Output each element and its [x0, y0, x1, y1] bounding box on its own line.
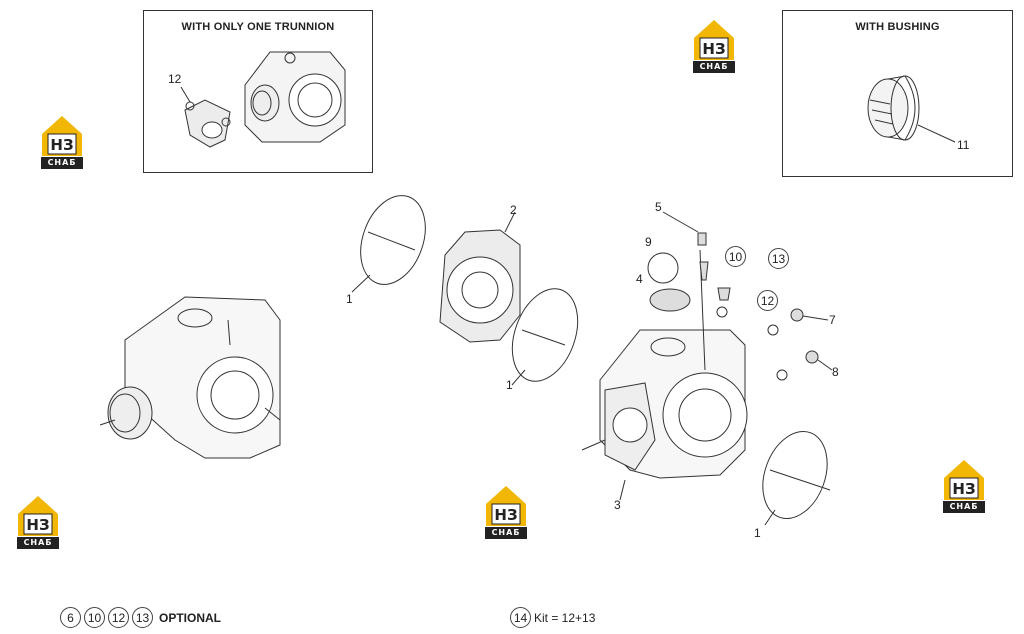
plug-5 [697, 232, 707, 246]
inset-bushing-drawing [867, 75, 956, 143]
kit-note: 14 Kit = 12+13 [510, 607, 595, 628]
optional-num: 13 [132, 607, 153, 628]
watermark-logo: НЗ СНАБ [690, 18, 738, 74]
callout-10: 10 [725, 246, 746, 267]
watermark-logo-text: СНАБ [693, 61, 735, 73]
kit-num: 14 [510, 607, 531, 628]
inset-housing-drawing [244, 51, 346, 143]
bushing-inset-title: WITH BUSHING [855, 21, 940, 33]
callout-7: 7 [829, 313, 836, 327]
bushing-inset-box: WITH BUSHING [782, 10, 1013, 177]
watermark-logo-text: СНАБ [485, 527, 527, 539]
optional-label: OPTIONAL [159, 610, 221, 625]
snap-ring-9 [647, 252, 679, 284]
optional-num: 12 [108, 607, 129, 628]
callout-12: 12 [757, 290, 778, 311]
plug-7 [790, 308, 804, 322]
optional-note: 6 10 12 13 OPTIONAL [60, 607, 221, 628]
callout-2: 2 [510, 203, 517, 217]
watermark-logo: НЗ СНАБ [38, 114, 86, 170]
washer-6b [776, 369, 788, 381]
svg-text:НЗ: НЗ [952, 480, 975, 498]
callout-1-mid: 1 [506, 378, 513, 392]
washer-12 [716, 306, 728, 318]
inset-trunnion-part-drawing [180, 86, 231, 148]
callout-4: 4 [636, 272, 643, 286]
optional-num: 10 [84, 607, 105, 628]
gasket-1-top [360, 195, 426, 285]
gasket-1-right [762, 430, 828, 520]
plug-8 [805, 350, 819, 364]
kit-text: Kit = 12+13 [534, 610, 596, 625]
callout-9: 9 [645, 235, 652, 249]
svg-text:НЗ: НЗ [50, 136, 73, 154]
callout-5: 5 [655, 200, 662, 214]
watermark-logo-text: СНАБ [41, 157, 83, 169]
callout-3: 3 [614, 498, 621, 512]
svg-text:НЗ: НЗ [26, 516, 49, 534]
cover-plate-2-drawing [439, 211, 521, 343]
svg-text:НЗ: НЗ [702, 40, 725, 58]
svg-text:НЗ: НЗ [494, 506, 517, 524]
watermark-logo: НЗ СНАБ [14, 494, 62, 550]
watermark-logo-text: СНАБ [17, 537, 59, 549]
watermark-logo-text: СНАБ [943, 501, 985, 513]
callout-8: 8 [832, 365, 839, 379]
callout-13: 13 [768, 248, 789, 269]
watermark-logo: НЗ СНАБ [940, 458, 988, 514]
callout-12-inset: 12 [168, 72, 182, 86]
breather-10 [699, 261, 709, 281]
callout-1-right: 1 [754, 526, 761, 540]
watermark-logo: НЗ СНАБ [482, 484, 530, 540]
assembled-housing-drawing [99, 296, 281, 459]
callout-1-top: 1 [346, 292, 353, 306]
optional-num: 6 [60, 607, 81, 628]
plug-13 [717, 287, 731, 301]
trunnion-inset-title: WITH ONLY ONE TRUNNION [181, 21, 335, 33]
washer-6a [767, 324, 779, 336]
cover-disk-4 [649, 288, 691, 312]
callout-11: 11 [957, 138, 970, 152]
main-housing-3-drawing [581, 249, 748, 501]
gasket-1-mid [511, 288, 579, 382]
